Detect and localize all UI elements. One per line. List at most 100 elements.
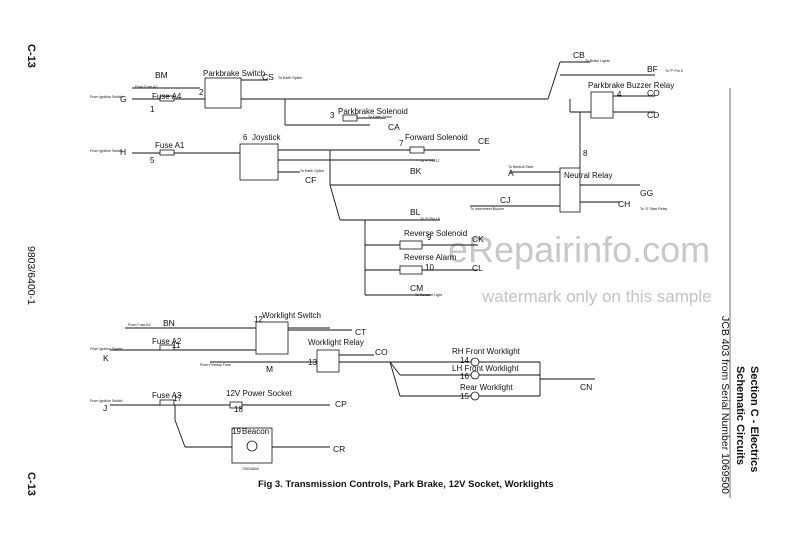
worklight-relay-label: Worklight Relay [308, 338, 364, 347]
connector-cl: CL [472, 263, 483, 273]
comp-7: 7 [399, 139, 404, 148]
watermark-brand: eRepairinfo.com [448, 229, 710, 270]
connector-cp: CP [335, 399, 347, 409]
section-subtitle: Schematic Circuits [734, 366, 746, 465]
connector-cs: CS [262, 72, 274, 82]
cs-earth: To Earth Splice [278, 76, 302, 80]
connector-bm: BM [155, 70, 168, 80]
fwd-solenoid-label: Forward Solenoid [405, 133, 468, 142]
cm-note: To Reverse Light [415, 293, 442, 297]
rear-lamp [470, 391, 480, 401]
worklight-switch [255, 321, 289, 355]
parkbrake-switch-label: Parkbrake Switch [203, 69, 265, 78]
ca-earth: To Earth Splice [368, 115, 392, 119]
fuse-a1-label: Fuse A1 [155, 141, 185, 150]
page-number-bottom: C-13 [25, 472, 37, 496]
neutral-relay [559, 167, 581, 213]
section-title: Section C - Electrics [748, 366, 760, 472]
from-ignition-k: From Ignition Switch [90, 347, 123, 351]
fuse-a4-label: Fuse A4 [152, 92, 182, 101]
rev-solenoid-label: Reverse Solenoid [404, 229, 467, 238]
fuse-a2-label: Fuse A2 [152, 337, 182, 346]
a-note: To Neutral Start [508, 165, 533, 169]
connector-k: K [103, 353, 109, 363]
connector-bf: BF [647, 64, 658, 74]
from-fuse-a2-top: From Fuse A2 [135, 85, 158, 89]
connector-cf: CF [305, 175, 316, 185]
parkbrake-switch [204, 77, 242, 109]
comp-8: 8 [583, 149, 588, 158]
comp-15: 15 [460, 392, 469, 401]
worklight-relay [316, 349, 340, 373]
page-number-top: C-13 [25, 44, 37, 68]
bl-note: To 'P' Pin 16 [420, 217, 440, 221]
connector-j: J [103, 403, 107, 413]
lh-front-label: LH Front Worklight [452, 364, 519, 373]
connector-cd: CD [647, 110, 659, 120]
bf-note: To 'P' Pin 6 [665, 69, 683, 73]
connector-bn: BN [163, 318, 175, 328]
lh-front-lamp [470, 370, 480, 380]
rh-front-label: RH Front Worklight [452, 347, 521, 356]
fuse-a3-label: Fuse A3 [152, 391, 182, 400]
connector-ca: CA [388, 122, 400, 132]
joystick-label: Joystick [252, 133, 281, 142]
from-ignition-j: From Ignition Switch [90, 399, 123, 403]
comp-11: 11 [172, 341, 181, 350]
connector-co2: CO [375, 347, 388, 357]
beacon-label: Beacon [242, 427, 269, 436]
worklight-switch-label: Worklight Switch [262, 311, 321, 320]
connector-gg: GG [640, 188, 653, 198]
figure-caption: Fig 3. Transmission Controls, Park Brake… [258, 479, 553, 490]
connector-bk: BK [410, 166, 422, 176]
socket-label: 12V Power Socket [226, 389, 293, 398]
model-line: JCB 403 from Serial Number 1069500 [719, 316, 731, 494]
comp-13: 13 [308, 358, 317, 367]
cb-note: To Brake Lights [585, 59, 610, 63]
connector-co: CO [647, 88, 660, 98]
from-ignition-g: From Ignition Switch [90, 95, 123, 99]
buzzer-relay-label: Parkbrake Buzzer Relay [588, 81, 674, 90]
connector-h: H [120, 147, 126, 157]
connector-cr: CR [333, 444, 345, 454]
parkbrake-buzzer-relay [590, 91, 614, 119]
connector-ct: CT [355, 327, 366, 337]
comp-17: 17 [173, 394, 182, 403]
comp-4: 4 [617, 90, 622, 99]
rh-front-lamp [470, 357, 480, 367]
connector-ch: CH [618, 199, 630, 209]
comp-10: 10 [425, 263, 434, 272]
connector-bl: BL [410, 207, 421, 217]
comp-18: 18 [234, 405, 243, 414]
comp-6: 6 [243, 133, 248, 142]
rear-worklight-label: Rear Worklight [460, 383, 514, 392]
ch-note: To 'S' Start Relay [640, 207, 668, 211]
connector-ck: CK [472, 234, 484, 244]
connector-cj: CJ [500, 195, 510, 205]
comp-1: 1 [150, 105, 155, 114]
comp-12: 12 [254, 315, 263, 324]
comp-m: M [266, 364, 273, 374]
connector-cm: CM [410, 283, 423, 293]
park-solenoid-label: Parkbrake Solenoid [338, 107, 408, 116]
beacon-lamp [246, 440, 258, 452]
connector-cn: CN [580, 382, 592, 392]
document-code: 9803/6400-1 [25, 246, 37, 305]
comp-5: 5 [150, 156, 155, 165]
comp-14: 14 [460, 356, 469, 365]
comp-9: 9 [427, 233, 432, 242]
comp-3: 3 [330, 111, 335, 120]
comp-19: 19 [232, 427, 241, 436]
from-fuse-a2-mid: From Fuse A2 [128, 323, 151, 327]
connector-a: A [508, 168, 514, 178]
watermark-note: watermark only on this sample [481, 287, 712, 306]
bk-note: To 'P' Pin 17 [420, 159, 440, 163]
cj-note: To Instrument Buzzer [470, 207, 505, 211]
cf-earth: To Earth Splice [300, 169, 324, 173]
neutral-relay-label: Neutral Relay [564, 171, 612, 180]
rev-alarm-label: Reverse Alarm [404, 253, 457, 262]
comp-16: 16 [460, 372, 469, 381]
from-ignition-h: From Ignition Switch [90, 149, 123, 153]
connector-g: G [120, 94, 127, 104]
